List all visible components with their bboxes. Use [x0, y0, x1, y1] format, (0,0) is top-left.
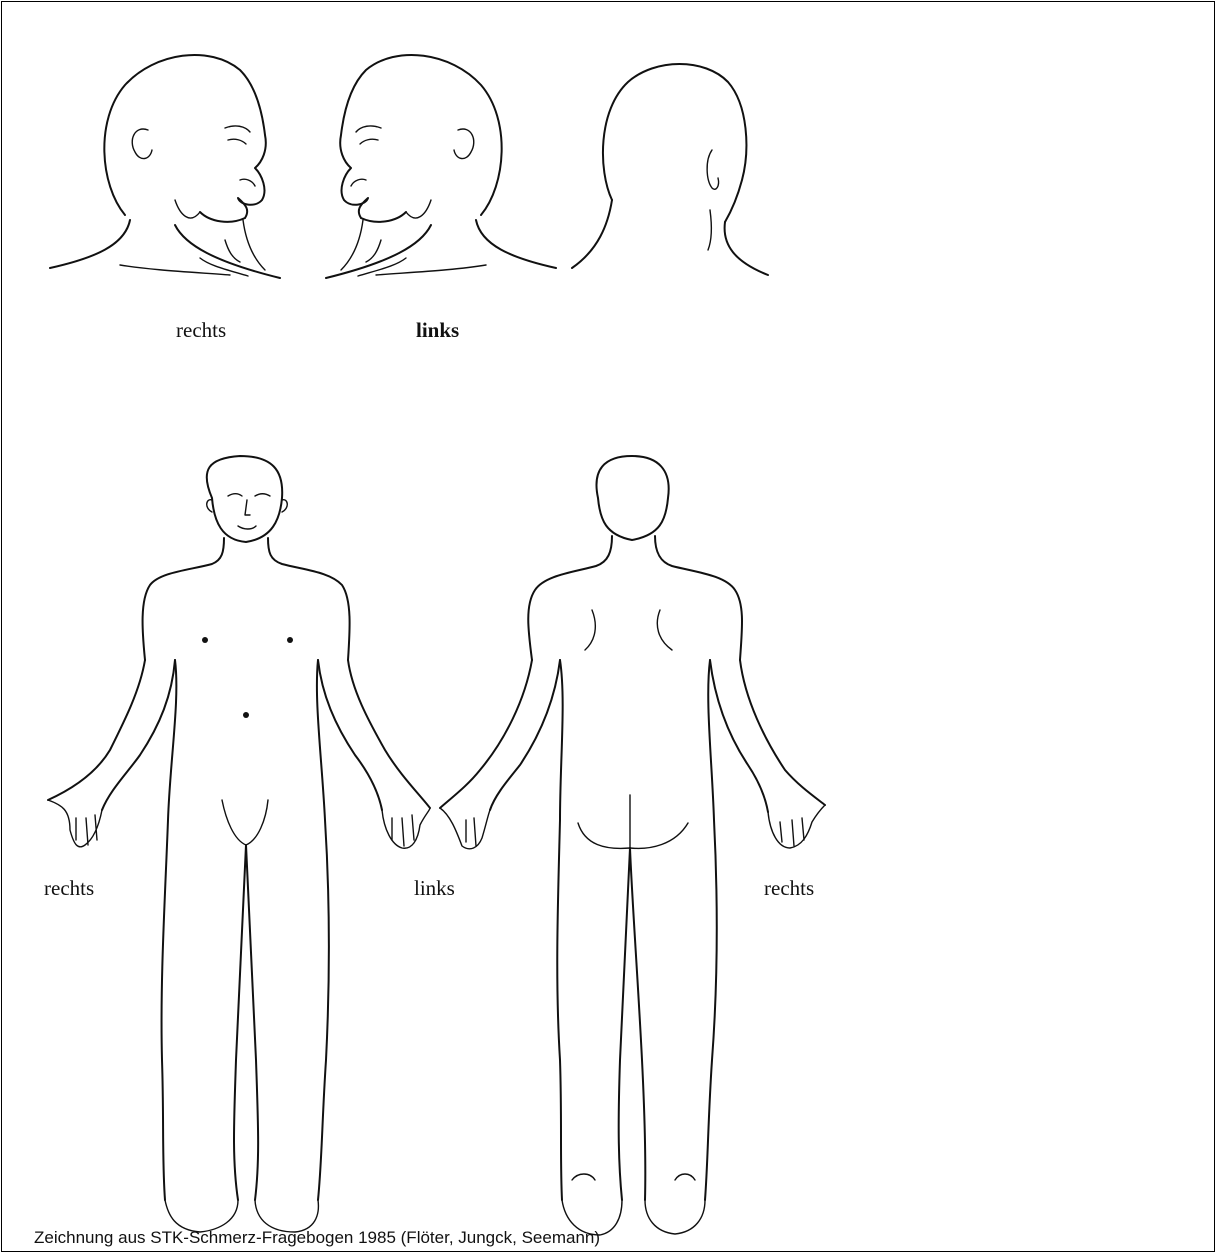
head-back-view — [572, 64, 768, 275]
body-front-view — [48, 456, 430, 1232]
body-back-view — [440, 456, 825, 1235]
figure-caption: Zeichnung aus STK-Schmerz-Fragebogen 198… — [34, 1228, 600, 1248]
label-body-links: links — [414, 876, 455, 901]
head-right-profile — [50, 55, 280, 278]
label-body-front-rechts: rechts — [44, 876, 94, 901]
label-head-rechts: rechts — [176, 318, 226, 343]
label-body-back-rechts: rechts — [764, 876, 814, 901]
label-head-links: links — [416, 318, 459, 343]
head-left-profile — [326, 55, 556, 278]
